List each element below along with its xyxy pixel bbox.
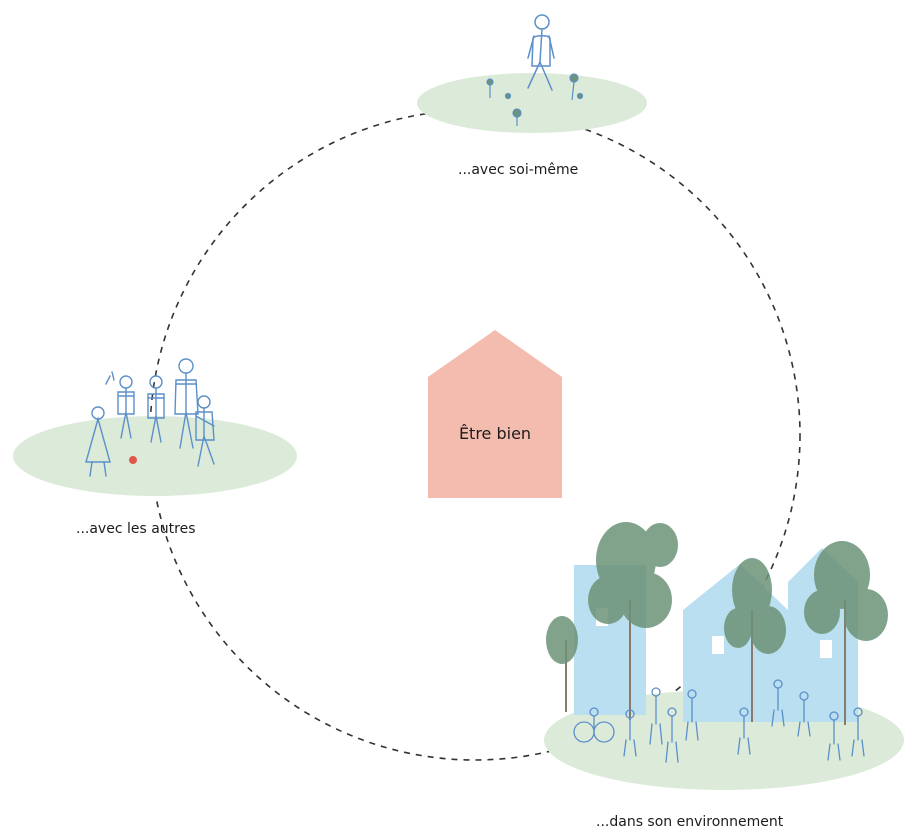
people-figures (573, 679, 865, 763)
center-house-label: Être bien (458, 424, 532, 443)
building-window (712, 636, 724, 654)
self-node (417, 14, 647, 133)
red-ball-dot (129, 456, 137, 464)
tree-foliage (546, 522, 888, 664)
others-node (13, 358, 297, 496)
others-label: ...avec les autres (76, 521, 196, 537)
self-label: ...avec soi-même (458, 162, 579, 178)
person-walking-icon (527, 14, 555, 91)
neighborhood-icon (546, 522, 888, 763)
self-ground-ellipse (417, 73, 647, 133)
house-shape (428, 330, 562, 498)
others-ground-ellipse (13, 416, 297, 496)
environment-node (544, 522, 904, 790)
flower-icons (486, 73, 584, 126)
environment-label: ...dans son environnement (596, 814, 784, 830)
building-window (820, 640, 832, 658)
group-of-people-icon (85, 358, 215, 477)
